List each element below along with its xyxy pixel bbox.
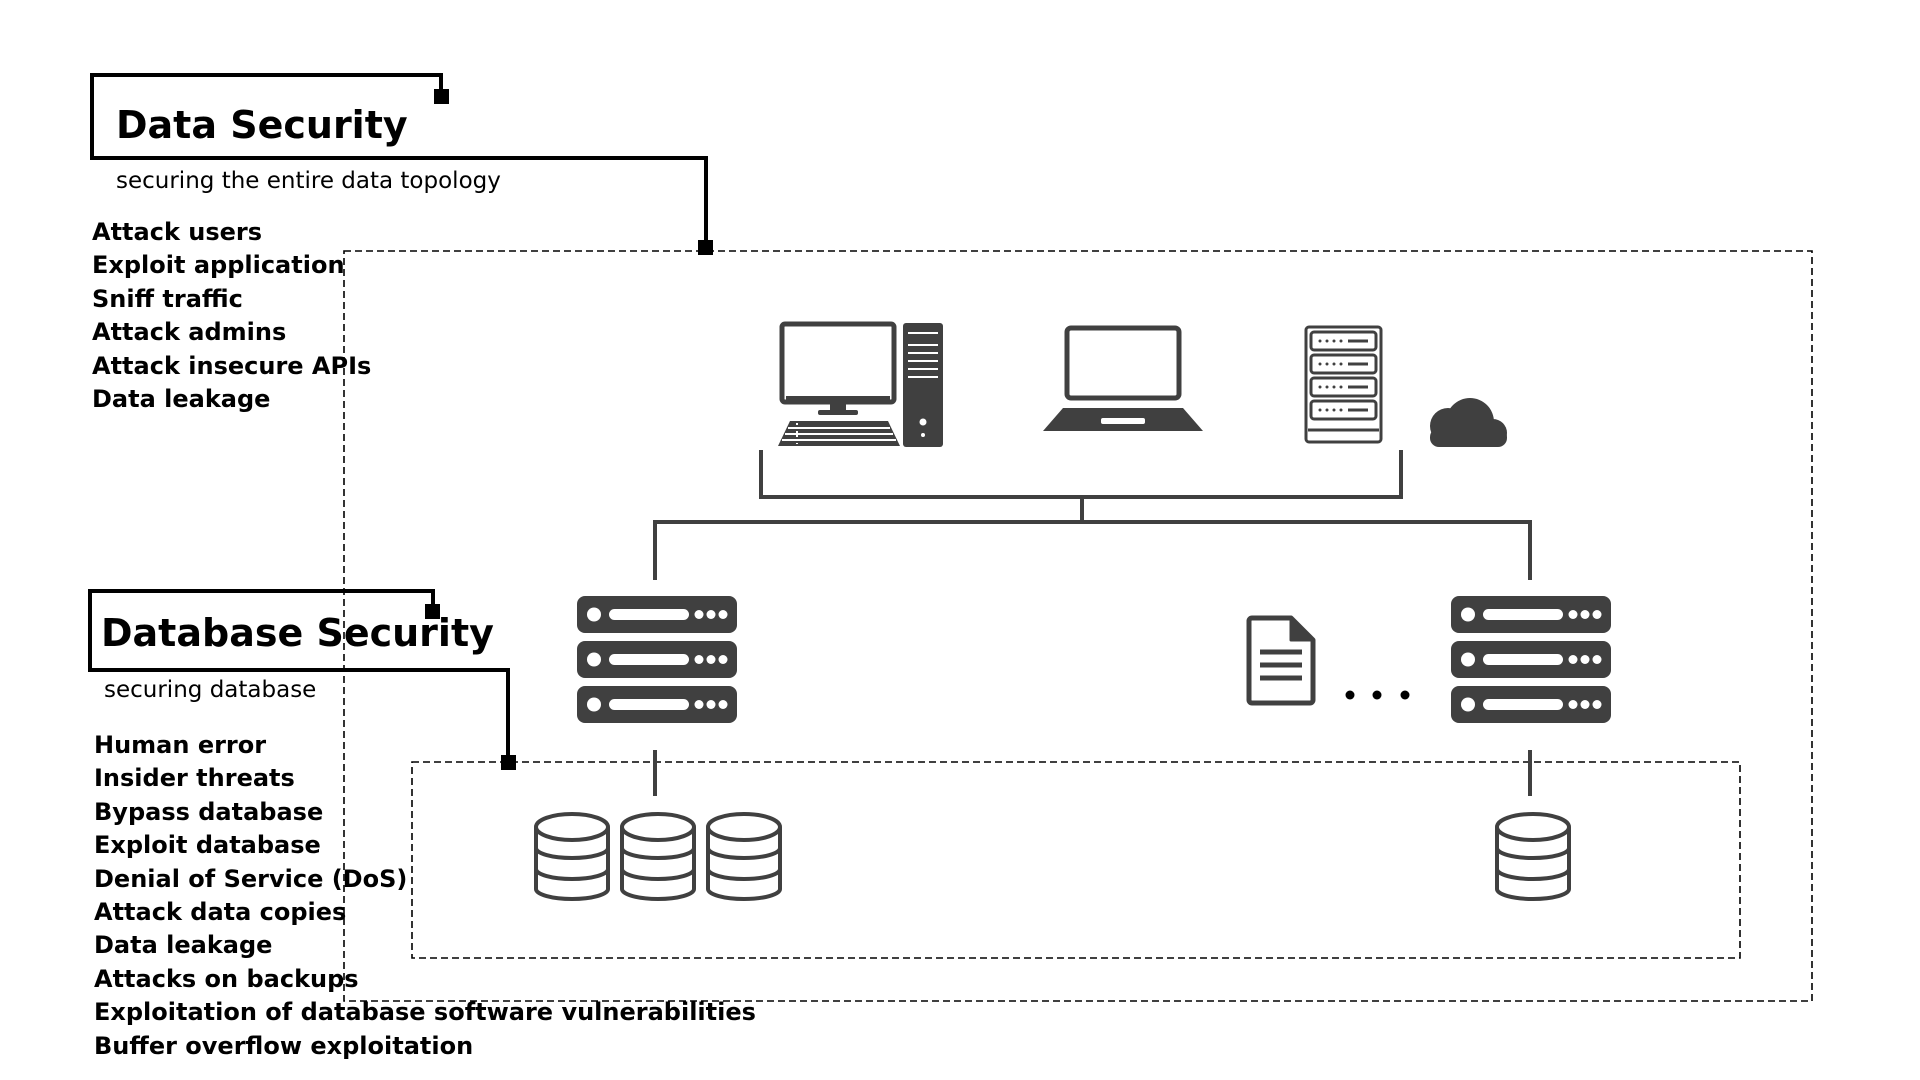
data-topology-boundary: [343, 250, 1813, 1002]
data-security-subtitle: securing the entire data topology: [116, 168, 501, 194]
database-layer-boundary: [411, 761, 1741, 959]
network-connectors: [653, 450, 1532, 796]
data-security-title: Data Security: [116, 103, 408, 147]
laptop-icon: [1043, 325, 1203, 431]
threat-item: Attack insecure APIs: [92, 351, 372, 380]
data-security-leader-node: [698, 240, 713, 255]
threat-item: Data leakage: [92, 385, 271, 414]
database-security-bracket-node: [425, 604, 440, 619]
threat-item: Bypass database: [94, 797, 324, 826]
server-stack-icon: [1451, 596, 1611, 723]
database-security-leader-node: [501, 755, 516, 770]
data-security-title-bracket: [90, 73, 708, 245]
threat-item: Sniff traffic: [92, 284, 243, 313]
threat-item: Human error: [94, 731, 267, 759]
data-security-bracket-node: [434, 89, 449, 104]
database-security-title: Database Security: [101, 611, 494, 655]
server-rack-icon: [1304, 325, 1383, 444]
data-security-threat-list: Attack users Exploit application Sniff t…: [92, 216, 371, 416]
threat-item: Denial of Service (DoS): [94, 864, 408, 893]
threat-item: Buffer overflow exploitation: [94, 1031, 474, 1060]
server-stack-icon: [577, 596, 737, 723]
document-icon: [1246, 615, 1316, 706]
cloud-icon: [1430, 398, 1507, 447]
threat-item: Exploit database: [94, 831, 321, 860]
threat-item: Attack admins: [92, 318, 287, 347]
threat-item: Insider threats: [94, 764, 295, 793]
desktop-computer-icon: [778, 321, 943, 447]
threat-item: Exploit application: [92, 251, 345, 280]
threat-item: Exploitation of database software vulner…: [94, 998, 756, 1027]
threat-item: Data leakage: [94, 931, 273, 960]
ellipsis-icon: [1345, 690, 1410, 700]
threat-item: Attack data copies: [94, 898, 347, 927]
database-security-subtitle: securing database: [104, 677, 317, 703]
threat-item: Attacks on backups: [94, 964, 359, 993]
database-icon: [1495, 812, 1571, 901]
database-security-title-bracket: [88, 589, 510, 758]
database-security-threat-list: Human error Insider threats Bypass datab…: [94, 729, 756, 1063]
threat-item: Attack users: [92, 218, 263, 246]
